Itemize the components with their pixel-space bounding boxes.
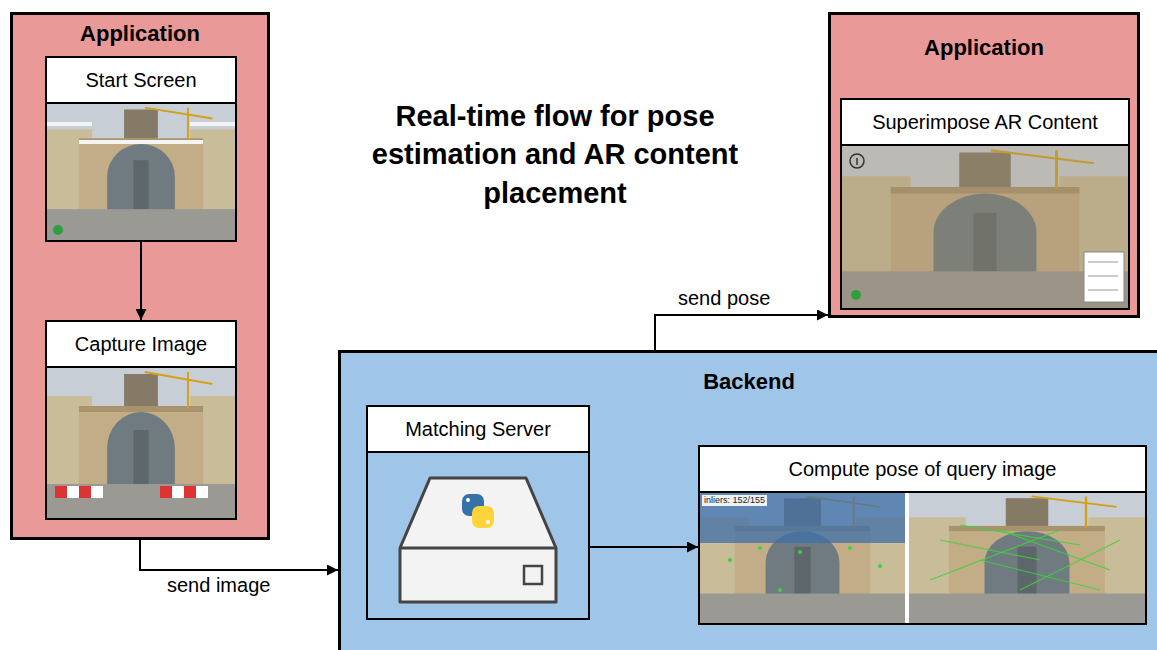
capture-photo-part [196, 486, 208, 498]
match-photo-query [700, 493, 905, 623]
server-icon-part [486, 520, 490, 524]
capture-photo [47, 368, 235, 518]
edge-label: send image [165, 573, 272, 597]
server-icon [400, 478, 556, 602]
ar-photo [842, 146, 1128, 308]
server-icon-part [400, 478, 556, 602]
app-panel: ApplicationStart ScreenCapture Image [10, 12, 270, 540]
match-photo-query-part [758, 546, 762, 550]
capture-photo-part [172, 486, 184, 498]
start-screen-photo-part [53, 225, 63, 235]
capture-photo-part [91, 486, 103, 498]
ar-photo-part [842, 146, 1128, 308]
process-box: Compute pose of query image [698, 445, 1147, 625]
match-photo-reference-part [1020, 540, 1120, 590]
screen-box: Superimpose AR Content [840, 98, 1130, 310]
edge-label: send pose [676, 286, 772, 310]
box-heading: Matching Server [368, 407, 588, 453]
server-icon-part [400, 547, 556, 550]
box-heading: Start Screen [47, 58, 235, 104]
match-photo-query-part [878, 564, 882, 568]
ar-photo-part [1088, 276, 1118, 277]
app-panel: ApplicationSuperimpose AR Content [828, 12, 1140, 318]
panel-heading: Application [831, 35, 1137, 61]
flow-arrow [140, 242, 142, 320]
panel-heading: Application [13, 21, 267, 47]
ar-photo-part [856, 158, 858, 165]
start-screen-photo-part [190, 122, 235, 126]
flow-arrow [140, 540, 338, 570]
match-photo-query-part [848, 546, 852, 550]
server-box: Matching Server [366, 405, 590, 620]
server-icon-part [472, 506, 494, 528]
ar-photo-part [1088, 290, 1118, 291]
start-screen-photo-part [47, 104, 235, 240]
capture-photo-part [67, 486, 79, 498]
match-photo-query-part [728, 558, 732, 562]
box-heading: Capture Image [47, 322, 235, 368]
match-photo-reference-part [980, 560, 1100, 590]
ar-photo-part [850, 154, 864, 168]
match-photo-reference-part [930, 530, 1060, 580]
capture-photo-part [184, 486, 196, 498]
server-icon-part [462, 494, 484, 516]
diagram-title: Real-time flow for pose estimation and A… [340, 97, 770, 212]
screen-box: Start Screen [45, 56, 237, 242]
start-screen-photo-part [47, 122, 92, 126]
ar-photo-part [842, 146, 1128, 308]
screen-box: Capture Image [45, 320, 237, 520]
start-screen-photo-part [79, 140, 203, 144]
ar-photo-part [851, 290, 861, 300]
ar-photo-part [1088, 262, 1118, 263]
match-photo-reference-part [960, 525, 1080, 545]
match-photo-reference-part [1000, 530, 1110, 570]
capture-photo-part [47, 368, 235, 518]
match-photo-query-part [700, 493, 905, 623]
server-icon-part [466, 498, 470, 502]
match-photo-query-part [778, 588, 782, 592]
capture-photo-part [55, 486, 67, 498]
capture-photo-part [160, 486, 172, 498]
match-photo-reference-part [940, 540, 1040, 560]
flow-arrow [655, 315, 828, 350]
box-heading: Compute pose of query image [700, 447, 1145, 493]
panel-heading: Backend [341, 369, 1157, 395]
ar-photo-part [1084, 252, 1124, 302]
server-icon-part [524, 566, 542, 584]
capture-photo-part [79, 486, 91, 498]
box-heading: Superimpose AR Content [842, 100, 1128, 146]
match-photo-reference [909, 493, 1145, 623]
match-photo-query-part [700, 493, 905, 543]
image-caption: inliers: 152/155 [702, 495, 767, 506]
match-photo-query-part [798, 550, 802, 554]
flow-arrow [590, 546, 698, 548]
match-photo-reference-part [909, 493, 1145, 623]
start-screen-photo [47, 104, 235, 240]
